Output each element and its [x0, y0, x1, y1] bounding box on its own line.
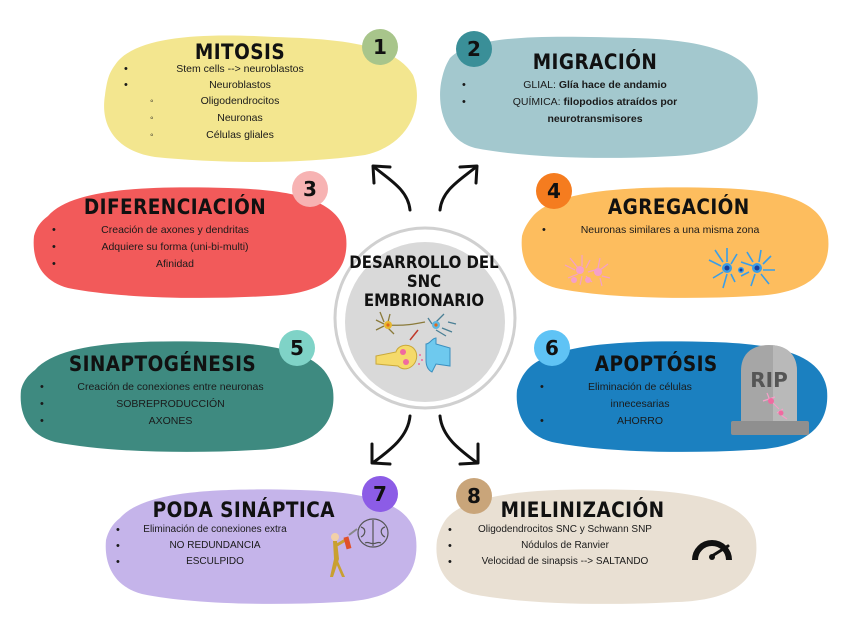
center-title: DESARROLLO DEL SNC EMBRIONARIO	[347, 254, 502, 311]
blue-neurons-icon	[708, 248, 775, 289]
stage-title: AGREGACIÓN	[607, 195, 750, 219]
center-title-line2: SNC EMBRIONARIO	[363, 272, 485, 311]
list-item: Eliminación de conexiones extra	[110, 522, 360, 538]
arrow-to-poda-icon	[370, 414, 412, 466]
badge-1: 1	[362, 29, 398, 65]
badge-2: 2	[456, 31, 492, 67]
badge-6: 6	[534, 330, 570, 366]
stage-sinaptogenesis: SINAPTOGÉNESIS Creación de conexiones en…	[30, 352, 295, 430]
list-item: Creación de conexiones entre neuronas	[30, 379, 295, 396]
badge-8: 8	[456, 478, 492, 514]
stage-title: MITOSIS	[194, 40, 286, 64]
stage-title: MIGRACIÓN	[532, 50, 658, 74]
gardener-brain-icon	[330, 518, 389, 577]
badge-5: 5	[279, 330, 315, 366]
stage-diferenciacion: DIFERENCIACIÓN Creación de axones y dend…	[40, 195, 310, 273]
list-item: Oligodendrocitos	[110, 93, 370, 110]
pink-neurons-icon	[564, 255, 611, 287]
list-item: Nódulos de Ranvier	[440, 538, 690, 554]
badge-3: 3	[292, 171, 328, 207]
stage-poda: PODA SINÁPTICA Eliminación de conexiones…	[110, 498, 360, 570]
arrow-to-mitosis-icon	[371, 164, 412, 212]
list-item: Adquiere su forma (uni-bi-multi)	[40, 239, 310, 256]
list-item: QUÍMICA: filopodios atraídos por	[450, 94, 740, 111]
stage-title: APOPTÓSIS	[594, 352, 718, 376]
stage-apoptosis: APOPTÓSIS Eliminación de células inneces…	[530, 352, 730, 430]
list-item: Afinidad	[40, 256, 310, 273]
stage-title: PODA SINÁPTICA	[152, 498, 335, 522]
neuron-synapse-icon	[375, 311, 457, 373]
arrow-to-mielinizacion-icon	[438, 414, 480, 466]
arrow-to-migracion-icon	[438, 164, 479, 212]
stage-title: DIFERENCIACIÓN	[83, 195, 267, 219]
stage-migracion: MIGRACIÓN GLIAL: Glía hace de andamio QU…	[450, 50, 740, 128]
list-item: AHORRO	[530, 413, 730, 430]
badge-4: 4	[536, 173, 572, 209]
list-item: Oligodendrocitos SNC y Schwann SNP	[440, 522, 690, 538]
list-item: Neuronas	[110, 110, 370, 127]
list-item: AXONES	[30, 413, 295, 430]
center-title-line1: DESARROLLO DEL	[349, 253, 499, 273]
list-item: SOBREPRODUCCIÓN	[30, 396, 295, 413]
list-item: ESCULPIDO	[110, 554, 360, 570]
list-item: Células gliales	[110, 127, 370, 144]
stage-title: MIELINIZACIÓN	[500, 498, 665, 522]
stage-title: SINAPTOGÉNESIS	[68, 352, 257, 376]
list-item: GLIAL: Glía hace de andamio	[450, 77, 740, 94]
list-item: Velocidad de sinapsis --> SALTANDO	[440, 554, 690, 570]
list-item: Stem cells --> neuroblastos	[110, 61, 370, 77]
list-item: Creación de axones y dendritas	[40, 222, 310, 239]
tombstone-icon: RIP	[731, 345, 809, 435]
list-item: Neuronas similares a una misma zona	[530, 222, 810, 239]
stage-mielinizacion: MIELINIZACIÓN Oligodendrocitos SNC y Sch…	[440, 498, 690, 570]
badge-7: 7	[362, 476, 398, 512]
list-item-continuation: innecesarias	[610, 398, 670, 410]
list-item: NO REDUNDANCIA	[110, 538, 360, 554]
list-item: Eliminación de células	[530, 379, 730, 396]
stage-agregacion: AGREGACIÓN Neuronas similares a una mism…	[530, 195, 810, 239]
svg-text:RIP: RIP	[750, 368, 788, 392]
stage-mitosis: MITOSIS Stem cells --> neuroblastos Neur…	[110, 40, 370, 144]
list-item: Neuroblastos	[110, 77, 370, 93]
speedometer-icon	[692, 540, 732, 561]
list-item-continuation: neurotransmisores	[547, 113, 643, 125]
